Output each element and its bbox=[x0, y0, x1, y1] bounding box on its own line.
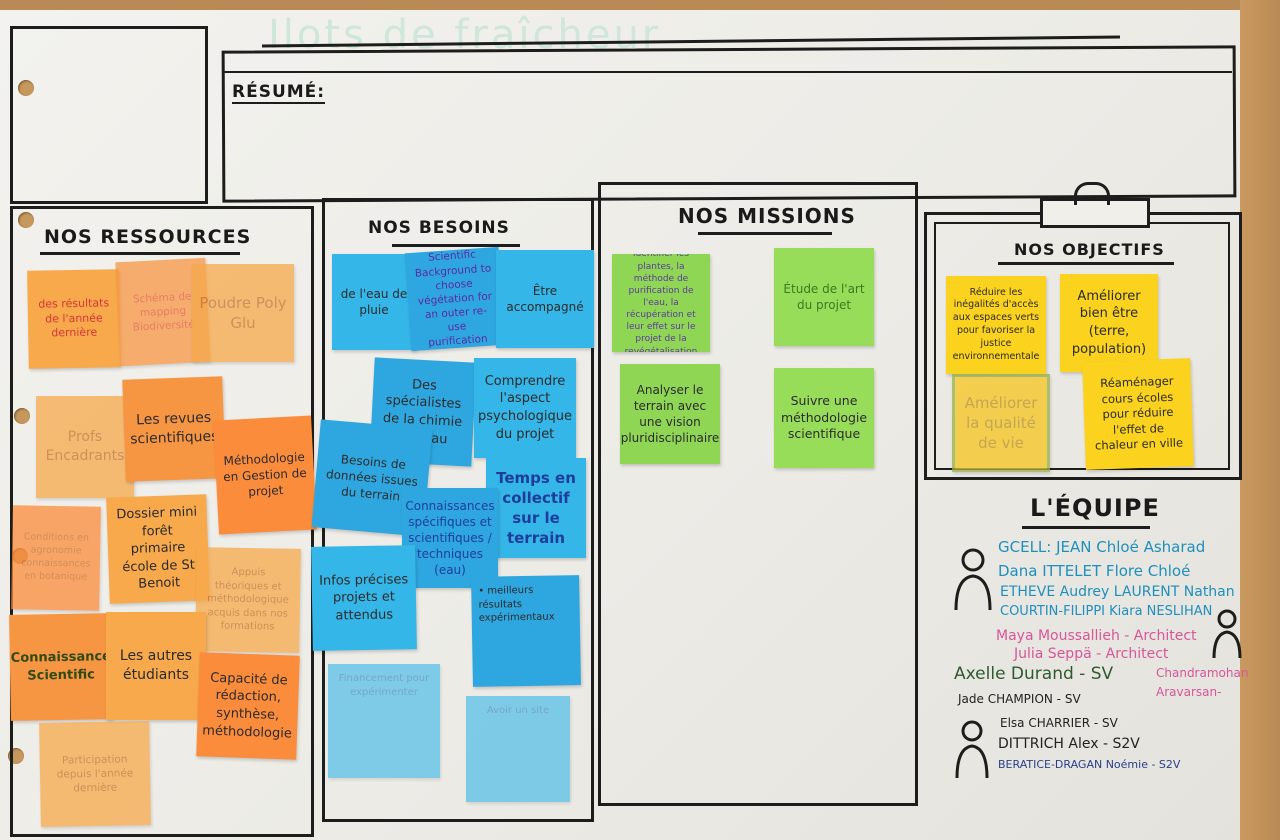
sticky-note: Connaissance Scientific bbox=[9, 613, 113, 721]
team-member: Maya Moussallieh - Architect bbox=[996, 628, 1197, 644]
sticky-note: • meilleurs résultats expérimentaux bbox=[471, 575, 581, 687]
person-icon bbox=[955, 720, 989, 779]
besoins-heading-underline bbox=[392, 244, 520, 247]
sticky-note: Les autres étudiants bbox=[106, 612, 206, 720]
team-member: Dana ITTELET Flore Chloé bbox=[998, 562, 1191, 580]
ressources-heading: NOS RESSOURCES bbox=[44, 226, 252, 248]
team-member: Julia Seppä - Architect bbox=[1014, 646, 1169, 662]
paper-hole bbox=[14, 408, 30, 424]
wood-table-top bbox=[0, 0, 1280, 10]
paper-hole bbox=[18, 212, 34, 228]
person-icon bbox=[954, 548, 992, 611]
missions-heading-underline bbox=[698, 232, 832, 235]
resume-box bbox=[221, 45, 1237, 203]
sticky-note: Scientific Background to choose végétati… bbox=[404, 246, 506, 352]
sticky-note: Méthodologie en Gestion de projet bbox=[213, 415, 317, 535]
sticky-note: Améliorer la qualité de vie bbox=[952, 374, 1050, 472]
sticky-note: Infos précises projets et attendus bbox=[311, 545, 417, 651]
sticky-note: Capacité de rédaction, synthèse, méthodo… bbox=[196, 652, 300, 760]
sticky-note: Appuis théoriques et méthodologique acqu… bbox=[195, 547, 301, 653]
sticky-note: Comprendre l'aspect psychologique du pro… bbox=[474, 358, 576, 458]
sticky-note: de l'eau de pluie bbox=[332, 254, 416, 350]
team-member: BERATICE-DRAGAN Noémie - S2V bbox=[998, 758, 1181, 771]
team-member: COURTIN-FILIPPI Kiara NESLIHAN bbox=[1000, 604, 1213, 619]
team-member: ETHEVE Audrey LAURENT Nathan bbox=[1000, 584, 1235, 600]
team-member: Axelle Durand - SV bbox=[954, 664, 1114, 684]
image-placeholder-box bbox=[10, 26, 208, 204]
team-member: Chandramohan Aravarsan- bbox=[1156, 666, 1249, 700]
sticky-note: Être accompagné bbox=[496, 250, 594, 348]
team-member: Jade CHAMPION - SV bbox=[958, 692, 1081, 706]
sticky-note: des résultats de l'année dernière bbox=[27, 269, 121, 369]
sticky-note: Suivre une méthodologie scientifique bbox=[774, 368, 874, 468]
sticky-note: Poudre Poly Glu bbox=[192, 264, 294, 362]
wood-table-right bbox=[1240, 0, 1280, 840]
sticky-note: Temps en collectif sur le terrain bbox=[486, 458, 586, 558]
team-member: Elsa CHARRIER - SV bbox=[1000, 716, 1118, 730]
sticky-note: Participation depuis l'année dernière bbox=[39, 721, 151, 827]
sticky-note: Connaissances spécifiques et scientifiqu… bbox=[402, 488, 498, 588]
sticky-note: Conditions en agronomie connaissances en… bbox=[11, 505, 101, 611]
sticky-note: Les revues scientifiques bbox=[122, 376, 226, 482]
clipboard-clip-ring bbox=[1074, 182, 1110, 205]
objectifs-heading-underline bbox=[998, 262, 1174, 265]
sticky-note: Réduire les inégalités d'accès aux espac… bbox=[946, 276, 1046, 374]
sticky-note: Réaménager cours écoles pour réduire l'e… bbox=[1082, 358, 1194, 470]
sticky-note: Financement pour expérimenter bbox=[328, 664, 440, 778]
team-member: DITTRICH Alex - S2V bbox=[998, 736, 1140, 752]
sticky-note: Avoir un site bbox=[466, 696, 570, 802]
paper-hole bbox=[18, 80, 34, 96]
missions-column bbox=[598, 182, 918, 806]
equipe-heading-underline bbox=[1022, 526, 1150, 529]
person-icon bbox=[1212, 609, 1242, 659]
sticky-note: Améliorer bien être (terre, population) bbox=[1060, 274, 1158, 372]
sticky-note: Dossier mini forêt primaire école de St … bbox=[106, 494, 210, 604]
sticky-note: Étude de l'art du projet bbox=[774, 248, 874, 346]
sticky-note: Analyser le terrain avec une vision plur… bbox=[620, 364, 720, 464]
missions-heading: NOS MISSIONS bbox=[678, 204, 856, 228]
resume-line bbox=[224, 71, 1232, 73]
objectifs-heading: NOS OBJECTIFS bbox=[1014, 240, 1165, 259]
sticky-note: Identifier les plantes, la méthode de pu… bbox=[612, 254, 710, 352]
page-title: Ilots de fraîcheur bbox=[268, 12, 662, 58]
team-member: GCELL: JEAN Chloé Asharad bbox=[998, 538, 1206, 556]
resume-label: RÉSUMÉ: bbox=[232, 82, 326, 104]
ressources-heading-underline bbox=[40, 252, 240, 255]
clipboard-clip bbox=[1040, 198, 1150, 228]
sticky-note: Profs Encadrants bbox=[36, 396, 134, 498]
besoins-heading: NOS BESOINS bbox=[368, 218, 510, 238]
equipe-heading: L'ÉQUIPE bbox=[1030, 494, 1160, 522]
